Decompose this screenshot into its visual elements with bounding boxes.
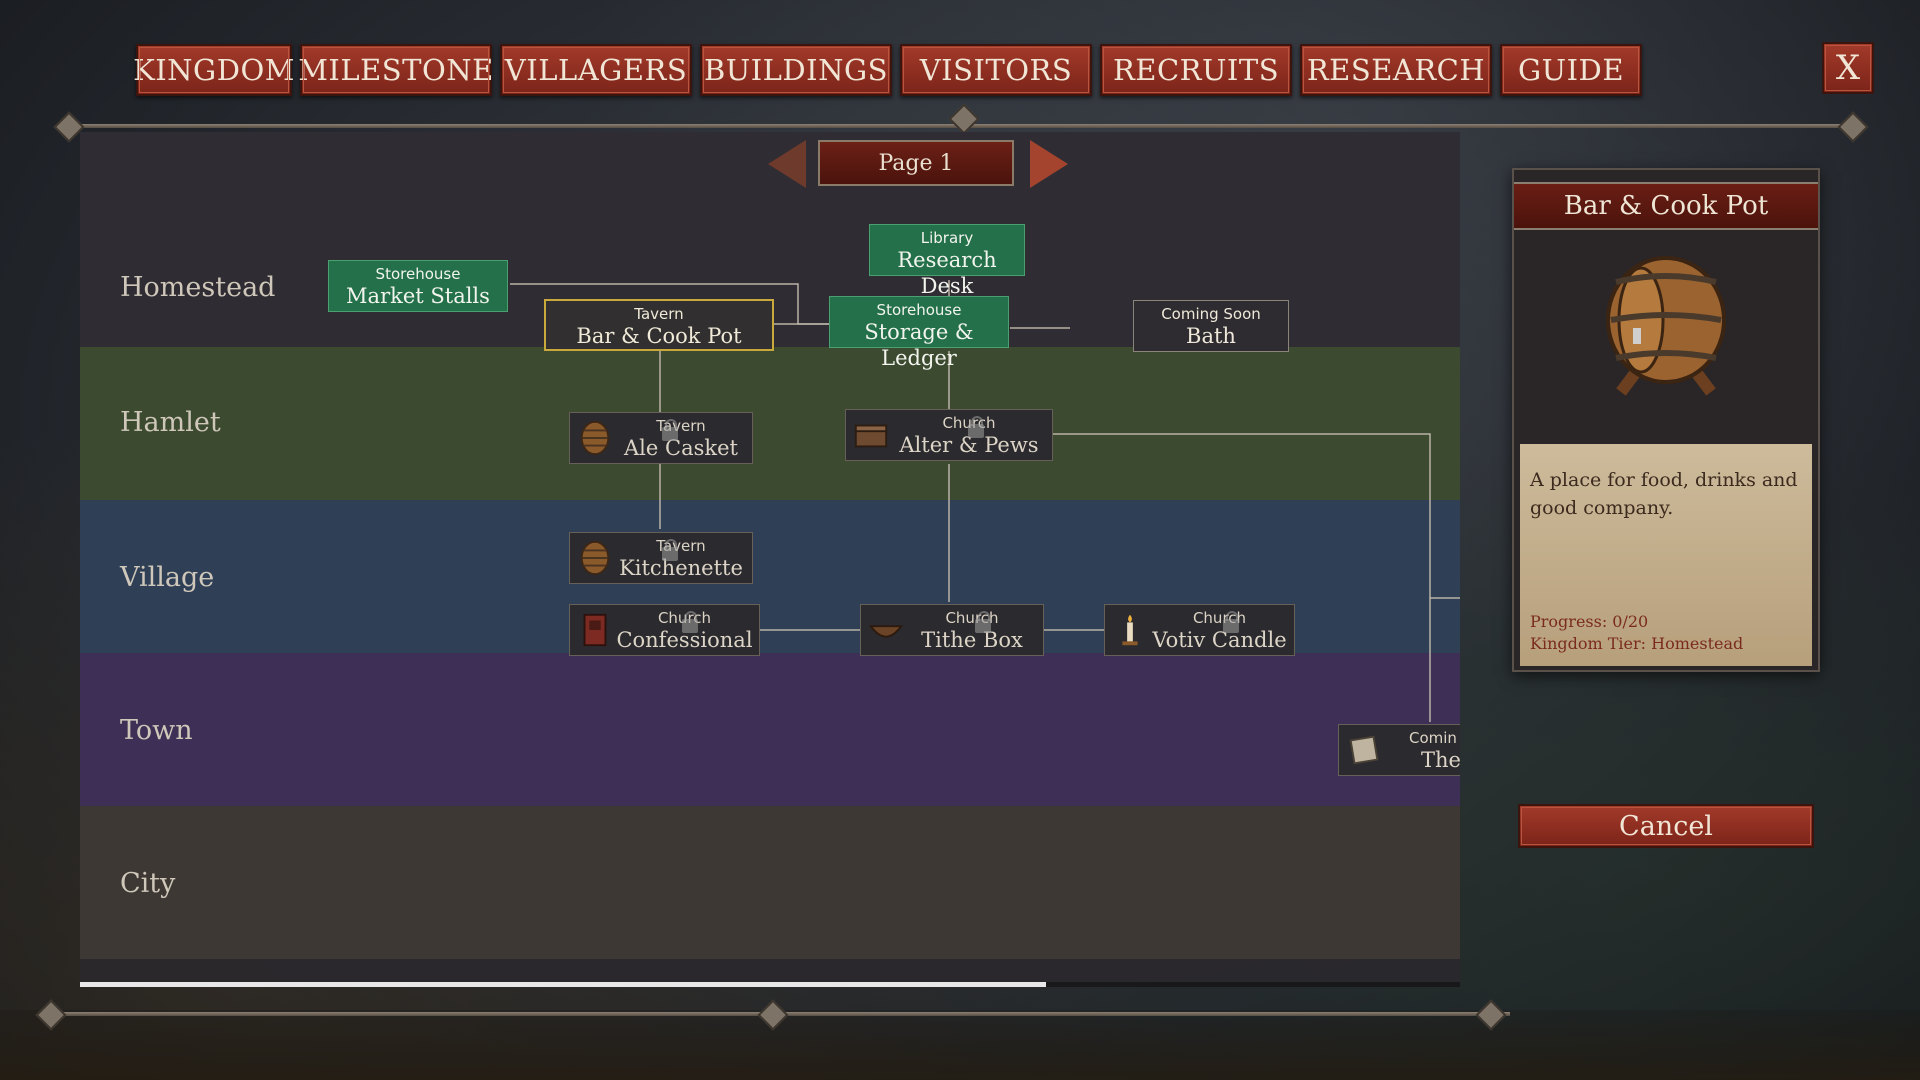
tier-band-hamlet: Hamlet: [80, 347, 1460, 500]
tab-guide[interactable]: GUIDE: [1500, 44, 1642, 96]
tier-label: Town: [120, 715, 193, 746]
barrel-icon: [580, 420, 610, 456]
node-kitchenette[interactable]: Tavern Kitchenette: [569, 532, 753, 584]
candle-icon: [1122, 614, 1138, 646]
tab-buildings[interactable]: BUILDINGS: [700, 44, 892, 96]
booth-icon: [583, 613, 607, 647]
tier-label: Village: [120, 562, 215, 593]
chest-icon: [854, 424, 888, 448]
bowl-icon: [868, 625, 904, 638]
node-name: Storage & Ledger: [864, 320, 974, 370]
research-tree-panel: Homestead Hamlet Village Town City Store…: [80, 132, 1460, 987]
node-storage-ledger[interactable]: Storehouse Storage & Ledger: [829, 296, 1009, 370]
tab-research[interactable]: RESEARCH: [1300, 44, 1492, 96]
top-nav: KINGDOM MILESTONE VILLAGERS BUILDINGS VI…: [133, 44, 1642, 96]
node-tithe-box[interactable]: Church Tithe Box: [860, 604, 1044, 656]
detail-tier: Kingdom Tier: Homestead: [1530, 634, 1744, 653]
horizontal-scrollbar[interactable]: [80, 982, 1460, 987]
node-ale-casket[interactable]: Tavern Ale Casket: [569, 412, 753, 464]
page-prev-icon[interactable]: [768, 140, 806, 188]
node-name: Bath: [1186, 324, 1236, 348]
node-name: Bar & Cook Pot: [576, 324, 742, 348]
node-market-stalls[interactable]: Storehouse Market Stalls: [328, 260, 508, 312]
tab-kingdom[interactable]: KINGDOM: [133, 44, 294, 96]
node-coming-soon-theater[interactable]: Comin The: [1338, 724, 1460, 776]
tab-villagers[interactable]: VILLAGERS: [500, 44, 692, 96]
node-confessional[interactable]: Church Confessional: [569, 604, 760, 656]
node-category: Coming Soon: [1161, 305, 1261, 323]
barrel-icon: [580, 540, 610, 576]
node-name: Market Stalls: [346, 284, 490, 308]
node-votiv-candle[interactable]: Church Votiv Candle: [1104, 604, 1295, 656]
detail-title: Bar & Cook Pot: [1514, 182, 1818, 230]
node-bar-cook-pot[interactable]: Tavern Bar & Cook Pot: [544, 299, 774, 351]
detail-progress: Progress: 0/20: [1530, 612, 1649, 631]
tier-band-city: City: [80, 806, 1460, 959]
detail-panel: Bar & Cook Pot A place for food, drinks …: [1512, 168, 1820, 672]
page-indicator: Page 1: [818, 140, 1014, 186]
node-name: The: [1421, 748, 1460, 772]
tab-milestone[interactable]: MILESTONE: [298, 44, 493, 96]
cancel-button[interactable]: Cancel: [1518, 804, 1814, 848]
close-button[interactable]: X: [1822, 42, 1874, 94]
node-name: Research Desk: [897, 248, 997, 298]
node-alter-pews[interactable]: Church Alter & Pews: [845, 409, 1053, 461]
node-category: Library: [920, 229, 974, 247]
node-category: Storehouse: [375, 265, 461, 283]
lock-icon: [662, 539, 678, 561]
tree-connectors: [510, 280, 1460, 722]
lock-icon: [682, 611, 698, 633]
tier-label: Hamlet: [120, 407, 221, 438]
node-category: Comin: [1409, 729, 1457, 747]
node-name: Votiv Candle: [1152, 628, 1287, 652]
barrel-icon: [1606, 256, 1726, 396]
tier-label: Homestead: [120, 272, 276, 303]
lock-icon: [975, 611, 991, 633]
hud-strip: [0, 1010, 1920, 1080]
detail-image: [1514, 232, 1818, 432]
node-name: Kitchenette: [619, 556, 743, 580]
page-next-icon[interactable]: [1030, 140, 1068, 188]
lock-icon: [968, 416, 984, 438]
node-name: Ale Casket: [624, 436, 738, 460]
node-bath[interactable]: Coming Soon Bath: [1133, 300, 1289, 352]
lock-icon: [662, 419, 678, 441]
node-category: Storehouse: [876, 301, 962, 319]
tier-band-town: Town: [80, 653, 1460, 806]
tab-visitors[interactable]: VISITORS: [900, 44, 1092, 96]
tier-label: City: [120, 868, 176, 899]
scroll-icon: [1349, 735, 1379, 765]
tab-recruits[interactable]: RECRUITS: [1100, 44, 1292, 96]
lock-icon: [1223, 611, 1239, 633]
node-category: Tavern: [634, 305, 684, 323]
detail-description: A place for food, drinks and good compan…: [1530, 469, 1798, 519]
node-research-desk[interactable]: Library Research Desk: [869, 224, 1025, 298]
detail-parchment: A place for food, drinks and good compan…: [1520, 444, 1812, 666]
node-name: Tithe Box: [921, 628, 1023, 652]
scrollbar-thumb[interactable]: [80, 982, 1046, 987]
